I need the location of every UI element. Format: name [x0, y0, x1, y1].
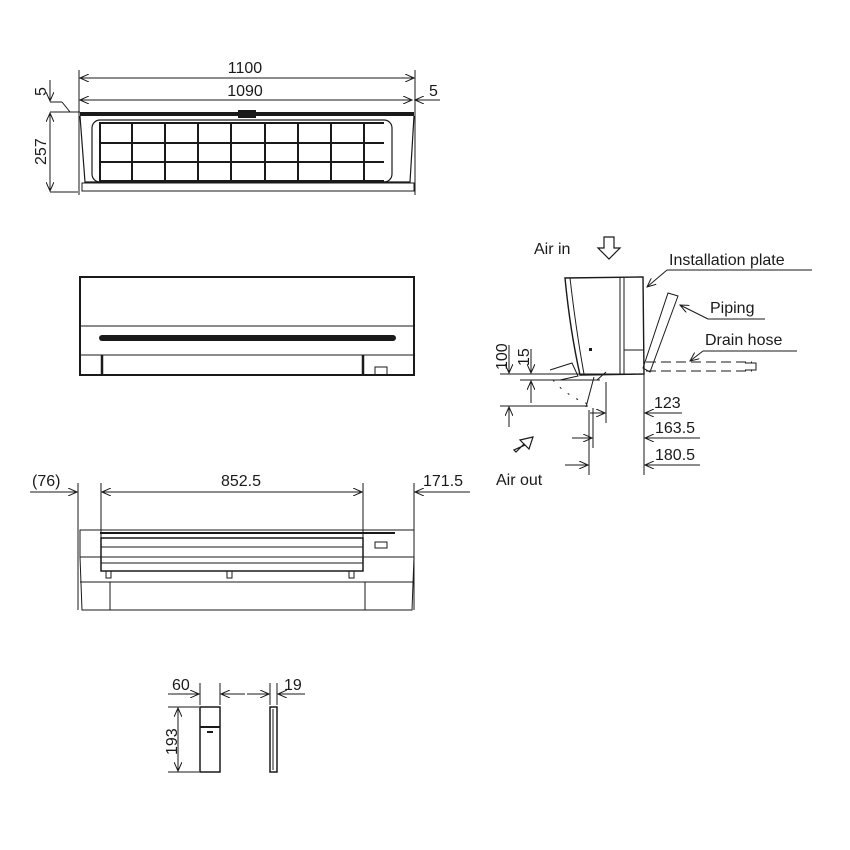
label-installation-plate: Installation plate — [669, 252, 785, 269]
dim-15: 15 — [516, 348, 533, 366]
dim-163-5: 163.5 — [655, 420, 695, 437]
remote-controller-view: 60 19 193 — [164, 677, 305, 773]
dim-1090: 1090 — [227, 83, 263, 100]
dim-171-5: 171.5 — [423, 473, 463, 490]
dim-1100: 1100 — [228, 60, 263, 77]
dim-180-5: 180.5 — [655, 447, 695, 464]
dim-60: 60 — [172, 677, 190, 694]
front-view — [79, 276, 415, 376]
label-air-in: Air in — [534, 241, 570, 258]
dim-19: 19 — [284, 677, 302, 694]
label-air-out: Air out — [496, 472, 543, 489]
dim-76: (76) — [32, 473, 60, 490]
dim-5-right: 5 — [429, 83, 438, 100]
dim-852-5: 852.5 — [221, 473, 261, 490]
dim-257: 257 — [33, 138, 50, 165]
dim-5-left: 5 — [33, 87, 50, 96]
air-out-arrow-icon — [512, 436, 534, 453]
dim-100: 100 — [494, 343, 511, 370]
label-drain-hose: Drain hose — [705, 332, 782, 349]
dim-123: 123 — [654, 395, 681, 412]
air-in-arrow-icon — [596, 236, 622, 260]
top-view: 1100 1090 5 5 257 — [33, 60, 440, 195]
label-piping: Piping — [710, 300, 754, 317]
side-view: Air in Installation plate Piping Drain h… — [494, 236, 812, 489]
bottom-view: (76) 852.5 171.5 — [30, 473, 470, 611]
